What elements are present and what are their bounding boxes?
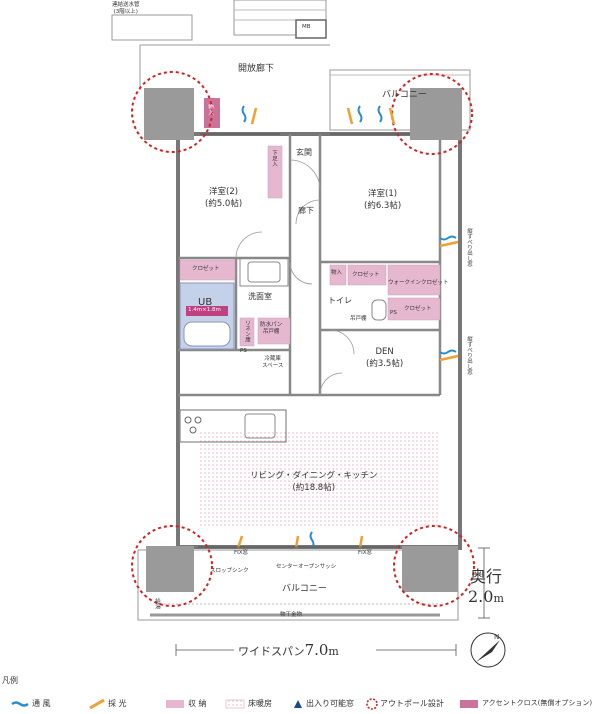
legend-floor-heating: 床暖房 bbox=[248, 694, 272, 712]
legend-floor-heating-label: 床暖房 bbox=[248, 698, 272, 708]
fix-window-b-label: FIX窓 bbox=[358, 550, 373, 556]
toilet-fixture bbox=[371, 299, 387, 321]
floor-heating-area bbox=[200, 432, 438, 526]
legend-daylight-label: 採 光 bbox=[108, 698, 127, 708]
legend-icons bbox=[11, 698, 478, 710]
standpipe-note: 連結送水管 (3階以上) bbox=[112, 2, 140, 15]
center-sash-label: センターオープンサッシ bbox=[276, 564, 337, 570]
accent-swatch-icon bbox=[460, 700, 478, 708]
den-label: DEN (約3.5帖) bbox=[366, 347, 404, 369]
daylight-markers bbox=[236, 107, 459, 549]
legend-outpole-label: アウトポール設計 bbox=[380, 698, 444, 708]
fridge-label: 冷蔵庫 スペース bbox=[262, 356, 284, 369]
span-label: ワイドスパン bbox=[238, 645, 305, 658]
compass-north-label: N bbox=[494, 633, 500, 641]
balcony-bottom-label: バルコニー bbox=[282, 584, 327, 594]
stair-area bbox=[111, 0, 327, 41]
storage-mid bbox=[329, 264, 347, 286]
outpole-columns bbox=[131, 71, 475, 607]
floor-signal-label: 給湯 bbox=[154, 598, 160, 609]
walkin-label: ウォークインクロゼット bbox=[388, 280, 449, 286]
windows bbox=[198, 133, 410, 548]
drying-rack-label: 物干金物 bbox=[280, 612, 303, 618]
vent-markers bbox=[241, 105, 457, 549]
storage-top-label: 物入 bbox=[207, 104, 213, 115]
side-window-a-label: 縦すべり出し窓 bbox=[466, 228, 472, 267]
legend-storage: 収 納 bbox=[188, 694, 207, 712]
legend-accent: アクセントクロス(無償オプション) bbox=[482, 694, 592, 712]
geta-box bbox=[267, 145, 283, 199]
legend-door-window-label: 出入り可能窓 bbox=[306, 698, 354, 708]
compass-icon bbox=[470, 632, 506, 668]
depth-dimension bbox=[478, 547, 490, 619]
span-unit: m bbox=[328, 645, 339, 658]
span-wrap: ワイドスパン7.0m bbox=[238, 642, 339, 660]
closet-a-label: クロゼット bbox=[192, 266, 220, 272]
legend-accent-label: アクセントクロス(無償オプション) bbox=[482, 699, 593, 707]
open-corridor-outline bbox=[139, 44, 330, 90]
floor-heating-swatch-icon bbox=[225, 699, 245, 709]
door-swings bbox=[235, 159, 355, 396]
span-dimension bbox=[175, 644, 457, 656]
toilet-label: トイレ bbox=[328, 296, 352, 305]
storage-areas bbox=[179, 145, 441, 347]
ub-size-label: 1.4m×1.8m bbox=[188, 307, 221, 313]
waterpan-label: 防水パン 吊戸棚 bbox=[260, 322, 283, 335]
legend-door-window: 出入り可能窓 bbox=[306, 694, 354, 712]
ub-label: UB bbox=[198, 297, 213, 308]
depth-value-wrap: 2.0m bbox=[468, 588, 504, 608]
fix-window-a-label: FIX窓 bbox=[234, 550, 249, 556]
geta-label: 下足入 bbox=[271, 150, 277, 167]
ps-a-label: PS bbox=[240, 348, 247, 354]
depth-unit: m bbox=[493, 592, 504, 605]
closet-b-label: クロゼット bbox=[352, 272, 380, 278]
closet-den bbox=[387, 297, 441, 321]
genkan-label: 玄関 bbox=[296, 148, 312, 157]
unit-bath bbox=[179, 282, 235, 350]
legend-ventilation: 通 風 bbox=[32, 694, 51, 712]
daylight-icon bbox=[89, 698, 105, 710]
storage-swatch-icon bbox=[166, 700, 184, 708]
bedroom1-label: 洋室(1) (約6.3帖) bbox=[364, 189, 402, 211]
outpole-icon bbox=[366, 698, 378, 710]
balcony-top-label: バルコニー bbox=[382, 90, 427, 100]
hallway-label: 廊下 bbox=[298, 206, 314, 215]
interior-walls bbox=[178, 134, 442, 397]
linen bbox=[239, 317, 255, 347]
waterpan bbox=[257, 317, 291, 345]
legend-outpole: アウトポール設計 bbox=[380, 694, 444, 712]
closet-c-label: クロゼット bbox=[404, 306, 432, 312]
span-value: 7.0 bbox=[304, 641, 329, 659]
bedroom2-label: 洋室(2) (約5.0帖) bbox=[205, 187, 243, 209]
walkin-closet bbox=[387, 264, 441, 296]
washroom-label: 洗面室 bbox=[248, 292, 272, 301]
legend: 通 風 採 光 収 納 床暖房 出入り可能窓 アウトポール設計 アクセントクロス… bbox=[0, 694, 610, 712]
ps-b-label: PS bbox=[390, 310, 397, 316]
depth-label: 奥行 bbox=[470, 567, 503, 586]
slop-sink-label: スロップシンク bbox=[210, 568, 249, 574]
legend-daylight: 採 光 bbox=[108, 694, 127, 712]
ventilation-icon bbox=[11, 701, 29, 707]
legend-title: 凡例 bbox=[2, 676, 18, 685]
door-window-icon bbox=[294, 700, 302, 708]
depth-value: 2.0 bbox=[468, 587, 494, 606]
legend-storage-label: 収 納 bbox=[188, 698, 207, 708]
hanging-label: 吊戸棚 bbox=[350, 316, 367, 322]
open-corridor-label: 開放廊下 bbox=[238, 64, 275, 74]
storage-mid-label: 物入 bbox=[331, 270, 343, 276]
closet-bedroom2 bbox=[179, 259, 236, 281]
mb-label: MB bbox=[302, 24, 311, 30]
closet-bedroom1 bbox=[347, 264, 387, 286]
wash-basin bbox=[239, 257, 289, 287]
legend-ventilation-label: 通 風 bbox=[32, 698, 51, 708]
ldk-label: リビング・ダイニング・キッチン (約18.8帖) bbox=[250, 471, 378, 493]
side-window-b-label: 縦すべり出し窓 bbox=[466, 336, 472, 375]
linen-label: リネン庫 bbox=[244, 320, 250, 342]
